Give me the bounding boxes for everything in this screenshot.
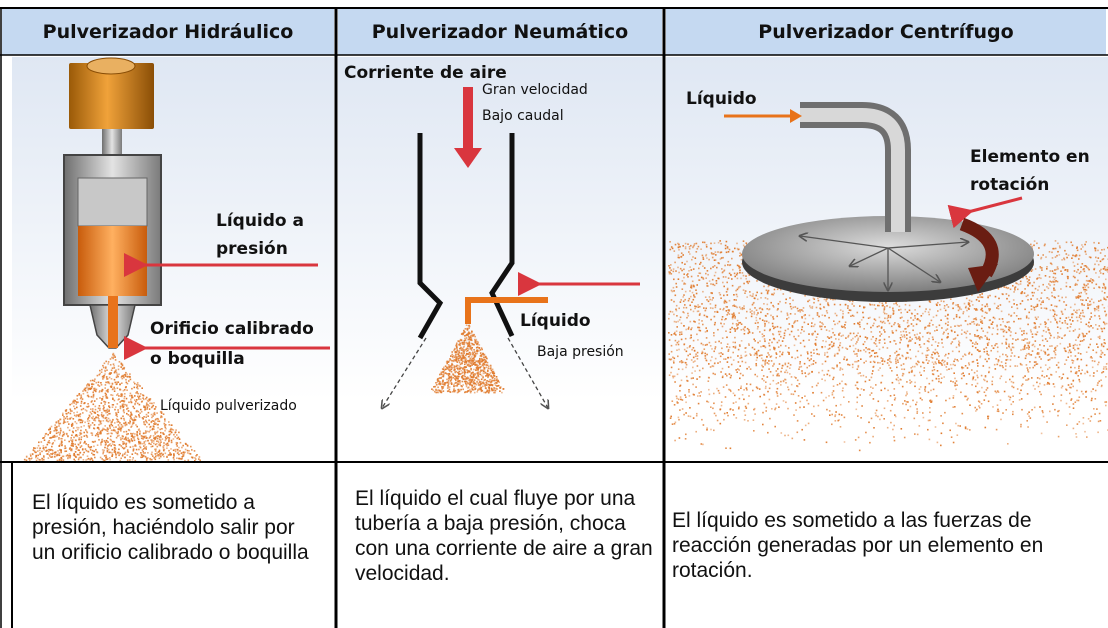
- header-pneumatic: Pulverizador Neumático: [338, 8, 662, 55]
- label-low-flow: Bajo caudal: [482, 108, 564, 124]
- centrifugal-drawing: [668, 102, 1108, 452]
- air-arrow-head: [454, 148, 482, 168]
- liquid-tube: [465, 297, 548, 324]
- pressurized-liquid: [78, 226, 147, 296]
- label-high-speed: Gran velocidad: [482, 82, 588, 98]
- rotation-arrow-head: [968, 264, 998, 292]
- description-pneumatic: El líquido el cual fluye por una tubería…: [355, 487, 653, 585]
- feed-pipe-highlight: [800, 108, 905, 232]
- panel-pneumatic: [338, 57, 662, 461]
- hydraulic-drawing: [23, 57, 330, 462]
- air-arrow-shaft: [463, 87, 473, 149]
- disk-flow-arrows: [800, 236, 968, 290]
- title-pneumatic: Pulverizador Neumático: [371, 20, 629, 43]
- label-orifice-2: o boquilla: [150, 349, 245, 369]
- description-centrifugal: El líquido es sometido a las fuerzas de …: [672, 509, 1044, 582]
- header-hydraulic: Pulverizador Hidráulico: [2, 8, 334, 55]
- feed-pipe: [800, 102, 911, 232]
- label-air-stream: Corriente de aire: [344, 63, 507, 83]
- label-rotating-2: rotación: [970, 175, 1050, 195]
- pneumatic-spray: [431, 322, 505, 394]
- label-rotating-1: Elemento en: [970, 147, 1090, 167]
- arrow-rotating-element: [947, 196, 1023, 229]
- spray-cone-left: [382, 337, 427, 408]
- description-hydraulic: El líquido es sometido a presión, hacién…: [32, 491, 309, 564]
- piston-cap-top: [86, 57, 136, 75]
- right-nozzle-wall: [489, 133, 515, 338]
- nozzle-liquid-jet: [108, 296, 118, 348]
- title-centrifugal: Pulverizador Centrífugo: [758, 20, 1014, 43]
- hydraulic-spray: [23, 352, 201, 462]
- label-liquid-centrifugal: Líquido: [686, 89, 757, 109]
- piston-cap: [69, 63, 154, 129]
- label-sprayed-liquid: Líquido pulverizado: [160, 398, 297, 414]
- arrow-liquid-feed-head: [790, 109, 802, 123]
- piston-head: [77, 177, 148, 227]
- centrifugal-spray: [668, 240, 1108, 452]
- label-orifice-1: Orificio calibrado: [150, 319, 314, 339]
- title-hydraulic: Pulverizador Hidráulico: [42, 20, 294, 43]
- label-low-pressure: Baja presión: [537, 344, 624, 360]
- label-liquid-pneumatic: Líquido: [520, 311, 591, 331]
- left-nozzle-wall: [417, 133, 444, 340]
- pneumatic-drawing: [382, 87, 640, 408]
- label-liquid-pressure-1: Líquido a: [216, 211, 304, 231]
- label-liquid-pressure-2: presión: [216, 239, 288, 259]
- header-centrifugal: Pulverizador Centrífugo: [666, 8, 1106, 55]
